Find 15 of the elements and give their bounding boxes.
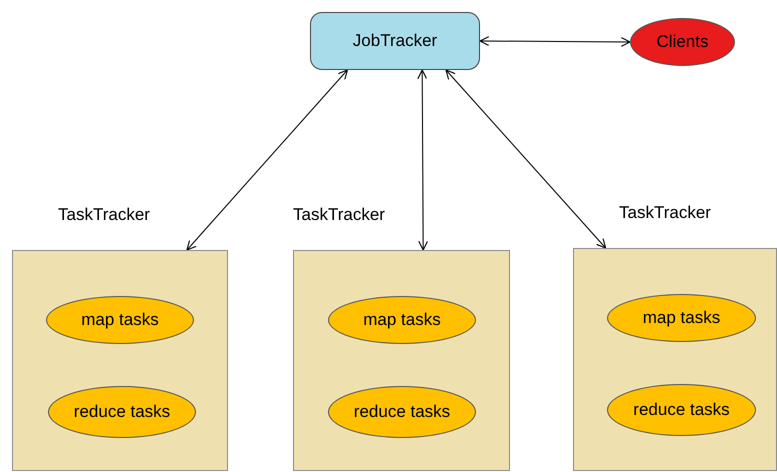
panel-heading: TaskTracker (58, 205, 150, 225)
double-arrow (186, 69, 348, 251)
double-arrow (479, 36, 631, 47)
task-ellipse: map tasks (607, 294, 756, 342)
task-ellipse: map tasks (46, 296, 194, 344)
panel-heading: TaskTracker (293, 205, 385, 225)
double-arrow (445, 69, 606, 249)
process-box: JobTracker (310, 12, 480, 70)
task-ellipse: reduce tasks (328, 386, 476, 438)
panel-heading: TaskTracker (619, 203, 711, 223)
task-ellipse: reduce tasks (607, 384, 756, 436)
task-ellipse: map tasks (328, 296, 476, 344)
client-ellipse: Clients (630, 18, 735, 66)
double-arrow (417, 69, 428, 251)
task-ellipse: reduce tasks (48, 386, 196, 438)
